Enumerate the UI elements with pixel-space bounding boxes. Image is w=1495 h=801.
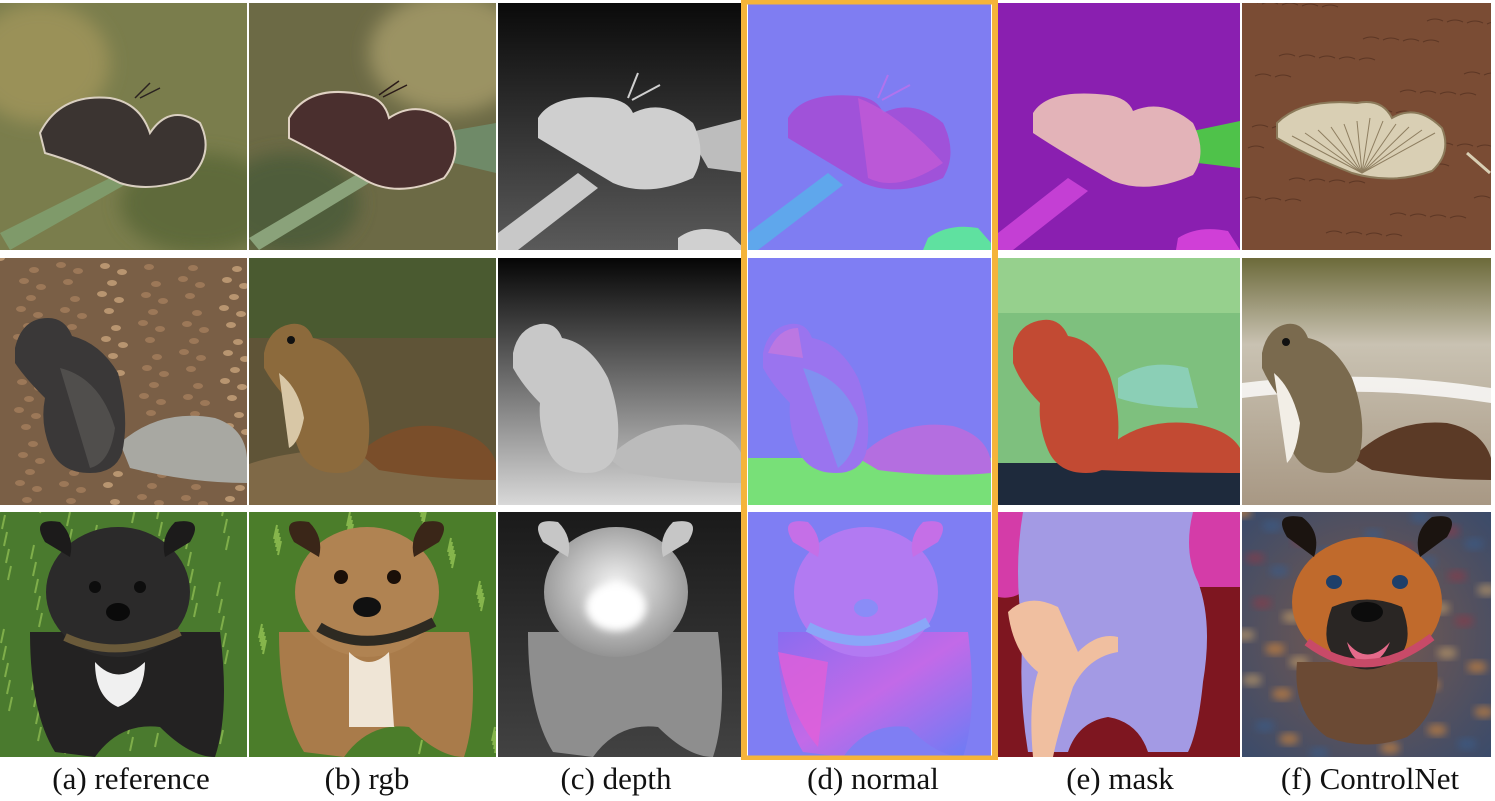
panel-squirrel-controlnet: [1242, 258, 1491, 505]
panel-butterfly-mask: [998, 3, 1240, 250]
panel-dog-rgb: [249, 512, 496, 757]
caption-reference: (a) reference: [52, 761, 210, 796]
image-grid: [0, 0, 1491, 760]
caption-row: (a) reference (b) rgb (c) depth (d) normal (…: [0, 756, 1495, 801]
panel-dog-reference: [0, 512, 247, 757]
panel-butterfly-controlnet: [1242, 3, 1491, 250]
panel-butterfly-normal: [748, 3, 991, 250]
panel-butterfly-rgb: [249, 3, 496, 250]
panel-squirrel-depth: [498, 258, 746, 505]
panel-squirrel-mask: [998, 258, 1240, 505]
caption-controlnet: (f) ControlNet: [1280, 761, 1460, 796]
caption-mask: (e) mask: [1066, 761, 1174, 796]
panel-squirrel-reference: [0, 258, 247, 505]
panel-butterfly-depth: [498, 3, 746, 250]
caption-normal: (d) normal: [807, 761, 939, 796]
panel-dog-controlnet: [1242, 512, 1491, 757]
panel-squirrel-normal: [748, 258, 991, 505]
caption-rgb: (b) rgb: [324, 761, 410, 796]
panel-dog-normal: [748, 512, 991, 757]
panel-dog-depth: [498, 512, 746, 757]
panel-dog-mask: [998, 512, 1240, 757]
caption-depth: (c) depth: [560, 761, 672, 796]
highlight-frame: [741, 0, 998, 760]
panel-butterfly-reference: [0, 3, 247, 250]
panel-squirrel-rgb: [249, 258, 496, 505]
